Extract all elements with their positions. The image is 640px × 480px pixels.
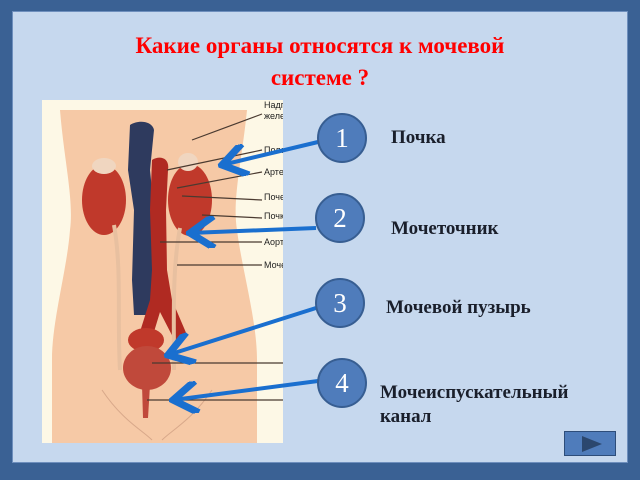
- svg-text:Моче: Моче: [264, 260, 283, 270]
- slide-title: Какие органы относятся к мочевой системе…: [60, 30, 580, 94]
- svg-text:Поче: Поче: [264, 192, 283, 202]
- answer-label-kidney: Почка: [391, 127, 446, 148]
- svg-text:Поло: Поло: [264, 145, 283, 155]
- answer-label-ureter: Мочеточник: [391, 218, 499, 239]
- play-triangle-icon: [582, 436, 602, 452]
- answer-label-bladder: Мочевой пузырь: [386, 297, 531, 318]
- title-line-1: Какие органы относятся к мочевой: [135, 33, 505, 58]
- anatomy-drawing: Надп желе Поло Арте Поче Почк Аорт Моче: [52, 100, 283, 443]
- svg-text:желе: желе: [264, 111, 283, 121]
- title-line-2: системе ?: [270, 65, 370, 90]
- svg-text:Почк: Почк: [264, 211, 283, 221]
- urethra-line-1: Мочеиспускательный: [380, 382, 569, 403]
- svg-text:Аорт: Аорт: [264, 237, 283, 247]
- urinary-system-illustration: Надп желе Поло Арте Поче Почк Аорт Моче: [42, 100, 283, 443]
- answer-label-urethra: Мочеиспускательный канал: [380, 381, 568, 429]
- svg-text:Надп: Надп: [264, 100, 283, 110]
- answer-number-2[interactable]: 2: [315, 193, 365, 243]
- next-slide-button[interactable]: [564, 431, 616, 456]
- answer-number-1[interactable]: 1: [317, 113, 367, 163]
- answer-number-4[interactable]: 4: [317, 358, 367, 408]
- urethra-line-2: канал: [380, 406, 432, 427]
- answer-number-3[interactable]: 3: [315, 278, 365, 328]
- svg-text:Арте: Арте: [264, 167, 283, 177]
